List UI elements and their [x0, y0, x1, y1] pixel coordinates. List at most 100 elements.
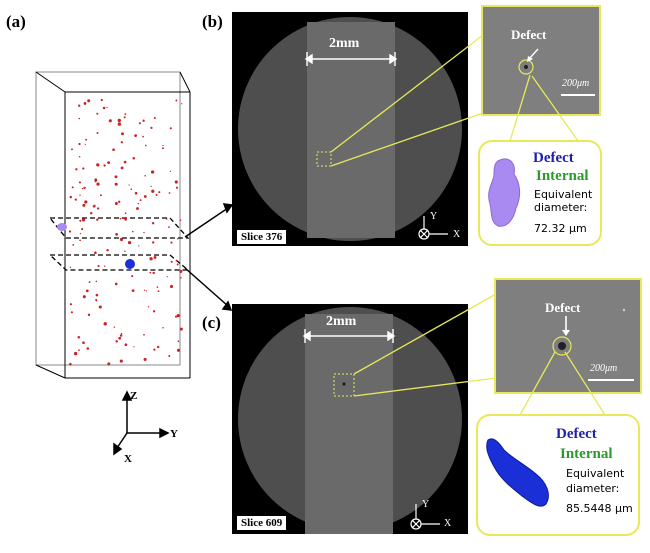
pore-dot — [119, 334, 123, 337]
pore-dot — [120, 166, 124, 170]
pore-dot — [150, 126, 153, 129]
axes-triad-a — [113, 390, 170, 456]
pore-dot — [176, 238, 179, 240]
pore-dot — [157, 290, 160, 292]
slice-arrows — [184, 203, 234, 311]
pore-dot — [84, 200, 88, 204]
pore-dot — [145, 290, 147, 292]
pore-dot — [169, 127, 172, 130]
pore-dot — [96, 182, 100, 186]
pore-dot — [123, 160, 127, 164]
pore-dot — [87, 99, 91, 103]
pore-dot — [175, 186, 179, 189]
pore-dot — [151, 221, 155, 225]
axis-label-y: Y — [170, 428, 178, 440]
pore-dot — [78, 104, 81, 107]
pore-dot — [131, 289, 135, 292]
pore-dot — [79, 232, 82, 235]
pore-dot — [107, 161, 111, 165]
pore-dot — [114, 202, 118, 205]
pore-dot — [82, 295, 86, 299]
pore-dot — [176, 263, 179, 266]
pore-dot — [118, 200, 121, 203]
pore-dot — [174, 315, 178, 318]
zoom-view-c — [494, 278, 642, 394]
defect-shape-c — [486, 438, 549, 507]
pore-dot — [149, 257, 153, 261]
pore-dot — [94, 204, 96, 206]
pore-dot — [96, 132, 99, 134]
pore-dot — [168, 226, 170, 228]
zoom-view-b — [481, 5, 601, 116]
zoom-scale-label-c: 200μm — [590, 363, 618, 374]
pore-dot — [103, 164, 106, 167]
pore-dot — [117, 122, 122, 126]
pore-dot — [150, 170, 155, 174]
pore-dot — [82, 203, 86, 207]
pore-dot — [124, 250, 126, 253]
pore-dot — [115, 233, 118, 236]
axis-label-x: X — [124, 453, 132, 465]
pore-dot — [150, 185, 152, 188]
pore-dot — [78, 117, 81, 120]
pore-dot — [124, 212, 127, 215]
info-internal-c: Internal — [560, 446, 613, 462]
pore-dot — [71, 186, 74, 189]
pore-dot — [152, 241, 155, 244]
pore-dot — [118, 336, 122, 340]
pore-dot — [152, 310, 156, 313]
pore-dot — [96, 163, 100, 167]
pore-dot — [77, 336, 81, 339]
ct-sample-column — [307, 22, 395, 238]
pore-dot — [79, 219, 82, 222]
pore-dot — [119, 359, 123, 363]
pore-dot — [176, 348, 181, 352]
pore-dot — [73, 351, 78, 356]
panel-label-b: (b) — [202, 12, 223, 31]
pore-dot — [131, 275, 134, 278]
info-card-b — [478, 140, 602, 246]
pore-dot — [72, 243, 75, 246]
pore-dot — [114, 282, 118, 286]
pore-dot — [85, 138, 88, 141]
pore-dot — [132, 230, 134, 233]
pore-dot — [97, 265, 100, 268]
pore-dot — [96, 218, 99, 221]
axes-triad-b — [418, 216, 448, 240]
pore-dot — [121, 132, 124, 136]
pore-dot — [168, 354, 171, 358]
pore-dot — [81, 187, 84, 190]
pore-dot — [120, 332, 123, 335]
pore-dot — [143, 232, 145, 234]
pore-dot — [85, 289, 89, 293]
pore-dot — [138, 122, 141, 125]
pore-dot — [139, 199, 142, 202]
pore-dot — [119, 217, 122, 220]
pore-dot — [138, 245, 140, 247]
pore-dot — [95, 293, 99, 297]
pore-dot — [123, 116, 126, 119]
axis-x-b: X — [453, 229, 461, 240]
pore-dot — [144, 144, 147, 147]
pore-dot — [180, 277, 182, 279]
pore-dot — [84, 143, 86, 145]
pore-dot — [170, 241, 173, 244]
pore-dot — [106, 248, 109, 252]
pore-dot — [143, 289, 146, 291]
pore-dot — [96, 207, 100, 210]
pore-dot — [153, 116, 156, 120]
pore-dot — [179, 327, 183, 331]
pore-dot — [155, 194, 158, 196]
roi-box — [316, 151, 332, 167]
slice-label-c: Slice 609 — [236, 515, 288, 531]
pore-cloud — [68, 98, 183, 366]
ct-slice-b — [232, 12, 468, 246]
pore-dot — [128, 184, 130, 186]
pore-dot — [147, 306, 150, 308]
axis-y-b: Y — [430, 211, 438, 222]
pore-dot — [81, 228, 84, 231]
pore-dot — [79, 239, 81, 242]
defect-marker-b — [57, 223, 67, 231]
zoom-defect-label-c: Defect — [545, 300, 581, 315]
pore-dot — [158, 191, 161, 194]
